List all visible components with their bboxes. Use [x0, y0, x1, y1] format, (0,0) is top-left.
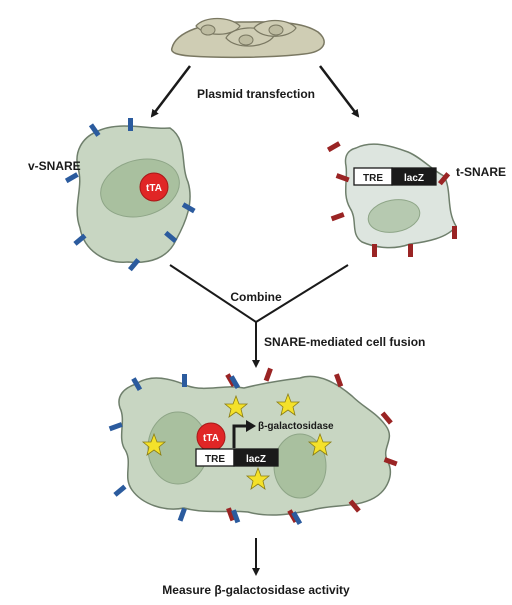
tta-protein-v [139, 172, 169, 202]
fused-cell: tTA β-galactosidase TRE lacZ [108, 367, 398, 526]
beta-gal-stars [141, 392, 333, 490]
measure-label: Measure β-galactosidase activity [162, 583, 350, 597]
t-snare-cell: TRE lacZ [326, 141, 457, 257]
combine-line-left [169, 264, 257, 323]
arrow-to-t-cell [319, 65, 360, 118]
tta-label-fused: tTA [203, 433, 219, 444]
t-snare-label: t-SNARE [456, 165, 506, 179]
tre-label-t: TRE [363, 173, 383, 184]
beta-gal-label: β-galactosidase [258, 421, 334, 432]
v-snare-proteins [64, 118, 196, 272]
tta-label-v: tTA [146, 183, 162, 194]
lacz-label-fused: lacZ [246, 454, 266, 465]
combine-label: Combine [230, 290, 282, 304]
snare-fusion-label: SNARE-mediated cell fusion [264, 335, 425, 349]
tre-label-fused: TRE [205, 454, 225, 465]
v-snare-label: v-SNARE [28, 159, 81, 173]
arrow-to-v-cell [150, 65, 191, 118]
lacz-box-fused [233, 448, 279, 467]
v-snare-cell: tTA [64, 118, 196, 272]
t-snare-proteins [326, 141, 457, 257]
transcription-arrow [232, 424, 248, 448]
plasmid-transfection-label: Plasmid transfection [197, 87, 315, 101]
fused-snare-proteins [108, 367, 398, 526]
source-cells [170, 17, 325, 59]
lacz-box-t [391, 167, 437, 186]
combine-line-right [255, 264, 349, 323]
lacz-label-t: lacZ [404, 173, 424, 184]
